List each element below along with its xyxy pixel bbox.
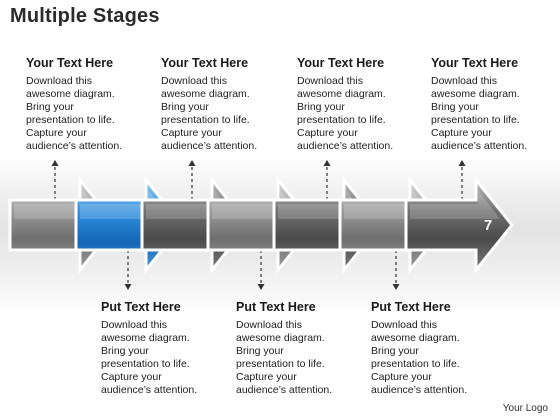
stage-arrow-7 xyxy=(404,175,514,275)
text-block-line: audience’s attention. xyxy=(26,140,123,152)
arrow-chain: 1234567 xyxy=(8,175,514,275)
text-block-line: awesome diagram. xyxy=(161,88,250,100)
connector-arrowhead xyxy=(51,160,59,166)
connector-arrowhead xyxy=(392,284,400,290)
text-block-heading: Put Text Here xyxy=(101,300,181,314)
connector-arrowhead xyxy=(458,160,466,166)
connector-arrowhead xyxy=(257,284,265,290)
text-block-line: Capture your xyxy=(236,371,297,383)
text-block-heading: Your Text Here xyxy=(26,56,114,70)
text-block-line: awesome diagram. xyxy=(297,88,386,100)
arrow-gloss xyxy=(410,190,500,219)
text-block-line: Capture your xyxy=(371,371,432,383)
text-block-heading: Your Text Here xyxy=(297,56,385,70)
text-block-heading: Your Text Here xyxy=(431,56,519,70)
text-block-line: Capture your xyxy=(101,371,162,383)
page-title: Multiple Stages xyxy=(10,5,160,27)
text-block-line: awesome diagram. xyxy=(431,88,520,100)
text-block-heading: Put Text Here xyxy=(236,300,316,314)
text-block-line: Bring your xyxy=(236,345,284,357)
text-block-line: presentation to life. xyxy=(161,114,250,126)
connector-arrowhead xyxy=(323,160,331,166)
text-block-line: audience’s attention. xyxy=(431,140,528,152)
text-block-line: Download this xyxy=(236,319,302,331)
stage-number-7: 7 xyxy=(484,217,492,234)
connector-arrowhead xyxy=(124,284,132,290)
text-block-line: Bring your xyxy=(26,101,74,113)
text-block-line: audience’s attention. xyxy=(371,384,468,396)
text-block-line: presentation to life. xyxy=(431,114,520,126)
text-block-line: Bring your xyxy=(161,101,209,113)
text-block-line: Download this xyxy=(161,75,227,87)
text-block-line: Download this xyxy=(101,319,167,331)
text-block-line: presentation to life. xyxy=(371,358,460,370)
text-block-line: Bring your xyxy=(431,101,479,113)
text-block-line: audience’s attention. xyxy=(101,384,198,396)
text-block-line: Bring your xyxy=(371,345,419,357)
text-block-line: Download this xyxy=(26,75,92,87)
text-block-line: Capture your xyxy=(161,127,222,139)
text-block-line: audience’s attention. xyxy=(161,140,258,152)
text-block-line: Download this xyxy=(431,75,497,87)
text-block-line: Capture your xyxy=(26,127,87,139)
text-block-line: awesome diagram. xyxy=(26,88,115,100)
text-block-line: presentation to life. xyxy=(236,358,325,370)
text-block-line: Bring your xyxy=(297,101,345,113)
text-block-line: presentation to life. xyxy=(101,358,190,370)
text-block-line: Capture your xyxy=(297,127,358,139)
text-block-heading: Your Text Here xyxy=(161,56,249,70)
text-block-line: awesome diagram. xyxy=(371,332,460,344)
text-block-line: audience’s attention. xyxy=(297,140,394,152)
text-block-line: awesome diagram. xyxy=(101,332,190,344)
text-block-line: presentation to life. xyxy=(26,114,115,126)
text-block-line: Capture your xyxy=(431,127,492,139)
text-block-line: audience’s attention. xyxy=(236,384,333,396)
text-block-line: Download this xyxy=(297,75,363,87)
text-block-line: presentation to life. xyxy=(297,114,386,126)
connector-lines xyxy=(51,160,466,290)
text-block-line: awesome diagram. xyxy=(236,332,325,344)
text-block-line: Download this xyxy=(371,319,437,331)
logo-text: Your Logo xyxy=(502,403,548,414)
text-block-line: Bring your xyxy=(101,345,149,357)
text-block-heading: Put Text Here xyxy=(371,300,451,314)
connector-arrowhead xyxy=(188,160,196,166)
